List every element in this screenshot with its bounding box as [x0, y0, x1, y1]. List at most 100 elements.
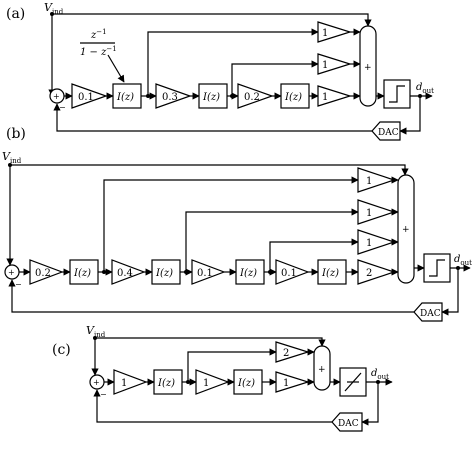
- panel-b-integrator-2: [151, 259, 181, 285]
- panel-c-integrator-1: [153, 369, 183, 395]
- panel-a-summer-sign: +: [364, 63, 372, 73]
- panel-c-summer-sign: +: [318, 365, 326, 375]
- panel-c-tap-1: [187, 348, 277, 382]
- panel-a-gain-3: [237, 83, 274, 109]
- panel-b-integrator-1: [69, 259, 99, 285]
- panel-a-dac-feed: [399, 96, 421, 135]
- panel-a-dac: [371, 121, 401, 141]
- panel-b-integrator-3: [235, 259, 265, 285]
- panel-a-feedback-wire: [53, 103, 372, 132]
- panel-b-feed-gain-2: [357, 199, 396, 225]
- panel-b-dac: [413, 302, 443, 322]
- panel-a-gain-1-label: 0.1: [78, 92, 94, 103]
- panel-b-feed-gain-4: [357, 259, 396, 285]
- panel-c-dac-label: DAC: [338, 419, 359, 429]
- panel-b-feed-gain-1: [357, 167, 396, 193]
- panel-b-feedforward-wire: [10, 164, 409, 176]
- panel-b-quantizer-step: [429, 259, 445, 277]
- panel-a-feed-gain-1: [317, 21, 353, 43]
- panel-b-feedback-wire: [8, 279, 414, 313]
- panel-c-dac-feed: [361, 382, 379, 426]
- panel-b-gain-2: [111, 259, 146, 285]
- panel-b-tap-dot: [184, 270, 188, 274]
- panel-c-tap-dot: [186, 380, 190, 384]
- panel-c-feedforward-wire: [95, 337, 326, 347]
- panel-c-feed-gain-2: [275, 371, 311, 393]
- panel-b-integrator-4: [317, 259, 347, 285]
- panel-b-branch-dot: [8, 163, 12, 167]
- panel-b-integrator-2-label: I(z): [155, 268, 173, 279]
- panel-b-gain-3-label: 0.1: [197, 268, 213, 279]
- panel-a-integrator-2: [198, 83, 228, 109]
- panel-b-gain-3: [191, 259, 226, 285]
- panel-a-integrator-3: [280, 83, 310, 109]
- panel-b-summer: [397, 174, 415, 284]
- panel-a-tap-2: [231, 60, 319, 96]
- panel-b-tap-1: [103, 176, 359, 272]
- panel-a-feed-gain-2: [317, 53, 353, 75]
- panel-a-tf-numerator: z−1: [90, 28, 107, 41]
- panel-b-gain-4-label: 0.1: [281, 268, 297, 279]
- panel-c-gain-2-label: 1: [203, 378, 209, 389]
- panel-a-quantizer-step: [389, 85, 405, 103]
- panel-b-integrator-4-label: I(z): [321, 268, 339, 279]
- panel-a-feed-gain-1-label: 1: [322, 28, 328, 39]
- panel-c-branch-dot: [93, 336, 97, 340]
- panel-b-integrator-1-label: I(z): [73, 268, 91, 279]
- panel-b-tap-2: [185, 208, 359, 272]
- panel-a-gain-2: [155, 83, 192, 109]
- panel-b-feed-gain-2-label: 1: [366, 208, 372, 219]
- panel-c-input-label: Vind: [86, 324, 106, 339]
- panel-a-dac-label: DAC: [378, 128, 399, 138]
- panel-a-feed-gain-3-label: 1: [322, 92, 328, 103]
- panel-a-node-minus: −: [59, 103, 66, 112]
- panel-b-dac-feed: [441, 268, 459, 316]
- panel-b-gain-1: [29, 259, 64, 285]
- panel-c-gain-2: [195, 369, 230, 395]
- panel-a-tap-dot: [230, 94, 234, 98]
- panel-a-summer: [359, 25, 377, 107]
- panel-a-gain-1: [71, 83, 108, 109]
- panel-a-input-label: Vind: [44, 1, 64, 16]
- panel-b-tap-3: [269, 238, 359, 272]
- panel-c-feedback-wire: [93, 389, 332, 423]
- panel-c-integrator-1-label: I(z): [157, 378, 175, 389]
- panel-a-tf-pointer: [107, 54, 125, 83]
- panel-b-feed-gain-3: [357, 229, 396, 255]
- panel-b-output-label: dout: [454, 254, 472, 267]
- panel-a-node-plus: +: [53, 92, 60, 101]
- panel-b-tag: (b): [6, 126, 26, 142]
- panel-b-tap-dot: [102, 270, 106, 274]
- panel-b-feed-gain-3-label: 1: [366, 238, 372, 249]
- panel-b-input-label: Vind: [2, 150, 22, 165]
- panel-a-gain-3-label: 0.2: [244, 92, 260, 103]
- panel-a-feed-gain-2-label: 1: [322, 60, 328, 71]
- panel-b-gain-2-label: 0.4: [117, 268, 133, 279]
- panel-c-integrator-2: [233, 369, 263, 395]
- panel-b-feed-gain-1-label: 1: [366, 176, 372, 187]
- panel-a-branch-dot: [50, 12, 54, 16]
- panel-b-node-minus: −: [15, 280, 22, 289]
- panel-c-feed-gain-1: [275, 341, 311, 363]
- panel-b-node-plus: +: [8, 268, 15, 277]
- panel-a-feedforward-wire: [52, 13, 372, 27]
- panel-a-integrator-1-label: I(z): [116, 92, 134, 103]
- panel-c: (c) Vind + − 1 I(z) 1 I(z) 2 1 +: [52, 324, 393, 432]
- panel-a-tag: (a): [6, 6, 25, 22]
- panel-b-feed-gain-4-label: 2: [366, 268, 372, 279]
- panel-b: (b) Vind + − 0.2 I(z) 0.4 I(z) 0.1 I(z) …: [2, 126, 472, 322]
- panel-a-gain-2-label: 0.3: [162, 92, 178, 103]
- panel-b-gain-4: [275, 259, 310, 285]
- panel-a-integrator-2-label: I(z): [202, 92, 220, 103]
- panel-b-summer-sign: +: [402, 225, 410, 235]
- panel-b-gain-1-label: 0.2: [35, 268, 51, 279]
- panel-c-feed-gain-1-label: 2: [283, 348, 289, 359]
- panel-c-summer: [313, 345, 331, 391]
- panel-c-output-label: dout: [371, 368, 389, 381]
- panel-a: (a) Vind + − 0.1 I(z) z−1 1 − z−1 0.3 I(…: [6, 1, 434, 141]
- panel-a-tf-denominator: 1 − z−1: [80, 45, 117, 58]
- panel-c-node-minus: −: [100, 390, 107, 399]
- panel-c-gain-1: [113, 369, 148, 395]
- panel-c-tag: (c): [52, 342, 71, 358]
